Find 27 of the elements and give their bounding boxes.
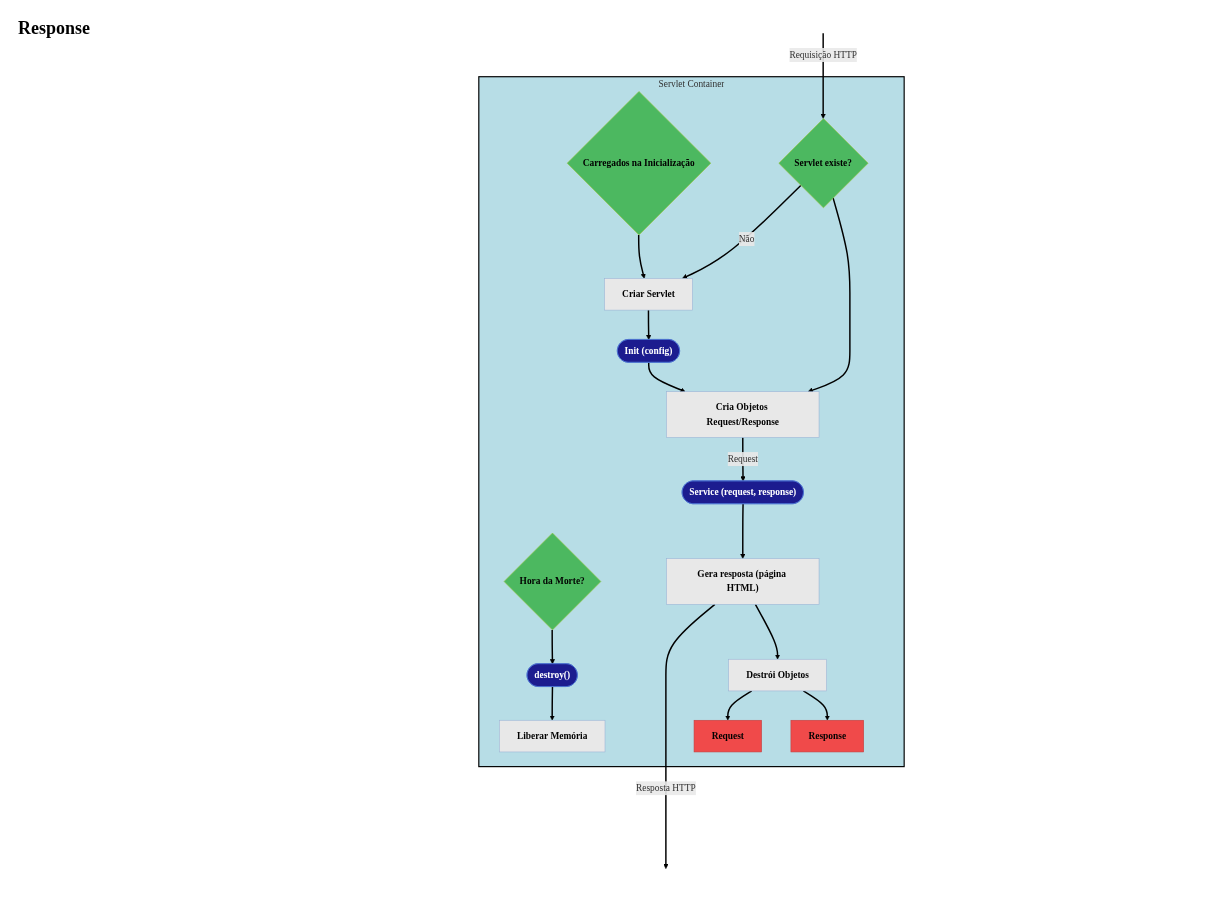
arrow xyxy=(637,234,646,279)
arrow xyxy=(549,629,555,665)
node-diamond: Hora da Morte? xyxy=(503,532,602,631)
node-box: Request xyxy=(693,719,762,753)
edge-label: Requisição HTTP xyxy=(789,49,857,60)
arrow xyxy=(663,603,716,869)
node-box: Cria Objetos Request/Response xyxy=(666,391,820,438)
node-box: Response xyxy=(790,719,864,753)
node-box: Destrói Objetos xyxy=(728,658,827,692)
arrow xyxy=(740,503,746,559)
arrow xyxy=(807,197,851,393)
arrow xyxy=(802,690,830,721)
arrow xyxy=(648,361,686,393)
note-label: Response xyxy=(18,18,91,39)
node-box: Criar Servlet xyxy=(604,278,693,311)
node-box: Liberar Memória xyxy=(499,719,606,753)
node-diamond: Servlet existe? xyxy=(778,118,869,209)
arrow xyxy=(646,309,652,340)
arrow xyxy=(682,184,802,279)
edge-label: Resposta HTTP xyxy=(636,783,696,794)
arrow xyxy=(754,603,781,660)
edge-label: Não xyxy=(738,233,755,244)
arrow xyxy=(725,690,753,721)
node-diamond: Carregados na Inicialização xyxy=(566,91,712,236)
node-box: Gera resposta (página HTML) xyxy=(666,558,820,605)
arrow xyxy=(549,686,555,721)
edge-label: Request xyxy=(727,453,758,464)
